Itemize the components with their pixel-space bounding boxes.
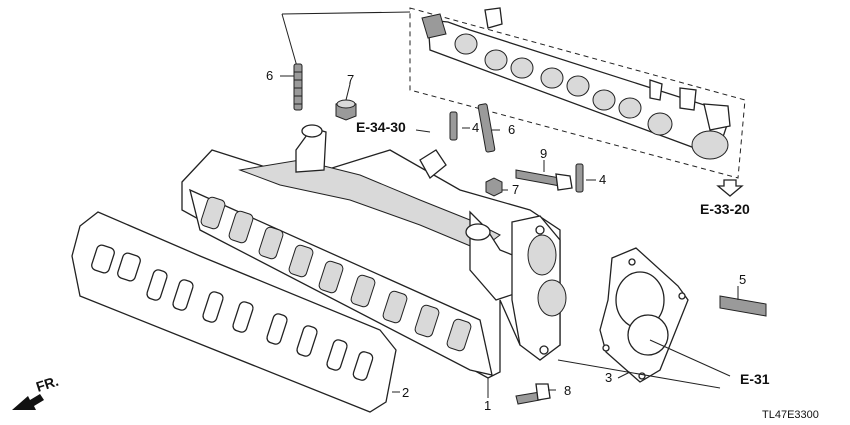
nut-7-upper bbox=[335, 99, 357, 121]
callout-1: 1 bbox=[484, 398, 491, 413]
bolt-8 bbox=[515, 383, 551, 405]
stud-4-lower bbox=[575, 163, 584, 193]
stud-6-right bbox=[477, 103, 496, 153]
stud-6-left bbox=[293, 63, 303, 111]
bolt-9 bbox=[515, 169, 573, 191]
fuel-rail-assembly bbox=[281, 7, 746, 179]
callout-9: 9 bbox=[540, 146, 547, 161]
front-direction-label: FR. bbox=[34, 373, 60, 395]
ref-e-31: E-31 bbox=[740, 371, 770, 387]
ref-e-33-20: E-33-20 bbox=[700, 201, 750, 217]
callout-7-upper: 7 bbox=[347, 72, 354, 87]
stud-4-upper bbox=[449, 111, 458, 141]
callout-6-right: 6 bbox=[508, 122, 515, 137]
callout-8: 8 bbox=[564, 383, 571, 398]
nut-7-lower bbox=[485, 177, 503, 197]
injector-cups bbox=[454, 33, 673, 136]
callout-7-lower: 7 bbox=[512, 182, 519, 197]
intake-manifold bbox=[181, 124, 567, 379]
callout-4-upper: 4 bbox=[472, 120, 479, 135]
callout-5: 5 bbox=[739, 272, 746, 287]
down-arrow-icon bbox=[716, 179, 744, 197]
manifold-ports bbox=[200, 196, 472, 352]
throttle-gasket bbox=[599, 247, 689, 383]
ref-e-34-30: E-34-30 bbox=[356, 119, 406, 135]
callout-2: 2 bbox=[402, 385, 409, 400]
diagram-code: TL47E3300 bbox=[762, 409, 819, 421]
stud-5 bbox=[719, 295, 767, 317]
leader-lines bbox=[280, 75, 739, 398]
callout-4-lower: 4 bbox=[599, 172, 606, 187]
manifold-gasket bbox=[71, 211, 397, 413]
callout-3: 3 bbox=[605, 370, 612, 385]
callout-6-left: 6 bbox=[266, 68, 273, 83]
front-arrow-icon bbox=[12, 394, 44, 410]
